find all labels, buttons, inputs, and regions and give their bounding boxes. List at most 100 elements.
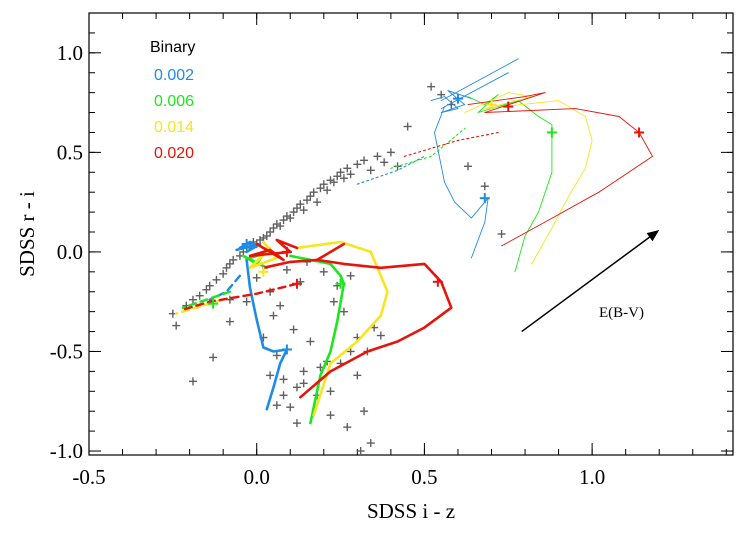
- observed-point: [366, 166, 375, 175]
- observed-point: [188, 377, 197, 386]
- observed-point: [339, 307, 348, 316]
- track-marker: [335, 278, 346, 289]
- observed-point: [366, 439, 375, 448]
- observed-point: [403, 122, 412, 131]
- observed-point: [319, 267, 328, 276]
- observed-point: [376, 331, 385, 340]
- observed-point: [289, 325, 298, 334]
- track-0.002-thin: [440, 72, 509, 110]
- observed-point: [497, 230, 506, 238]
- observed-point: [279, 391, 288, 400]
- observed-point: [252, 273, 261, 282]
- observed-point: [292, 383, 301, 392]
- observed-point: [360, 156, 369, 165]
- model-tracks: [174, 58, 653, 425]
- track-0.020-thin: [467, 92, 653, 247]
- observed-point: [276, 301, 285, 310]
- observed-point: [188, 295, 197, 304]
- track-marker: [452, 93, 463, 104]
- observed-point: [346, 271, 355, 280]
- y-tick-label: 0.0: [57, 240, 83, 264]
- track-marker: [634, 127, 645, 138]
- track-marker: [281, 246, 292, 257]
- observed-point: [272, 401, 281, 410]
- observed-point: [266, 371, 275, 380]
- observed-point: [346, 170, 355, 179]
- observed-point: [380, 158, 389, 167]
- observed-point: [172, 321, 181, 330]
- observed-point: [286, 214, 295, 223]
- observed-point: [292, 419, 301, 428]
- series-0.002: [208, 58, 519, 411]
- observed-point: [296, 200, 305, 209]
- legend-title: Binary: [150, 39, 195, 56]
- observed-point: [329, 178, 338, 187]
- observed-point: [373, 152, 382, 161]
- series-0.014: [174, 92, 593, 417]
- observed-point: [205, 281, 214, 290]
- observed-point: [343, 423, 352, 432]
- track-0.014-thin: [464, 92, 593, 265]
- x-tick-label: 1.0: [579, 465, 605, 489]
- observed-point: [353, 371, 362, 380]
- track-markers: [208, 93, 645, 355]
- observed-point: [299, 379, 308, 388]
- observed-point: [360, 407, 369, 416]
- track-marker: [258, 266, 269, 277]
- observed-point: [242, 297, 251, 306]
- observed-point: [282, 265, 291, 274]
- track-marker: [486, 99, 497, 110]
- observed-point: [339, 174, 348, 183]
- track-marker: [291, 278, 302, 289]
- reddening-vector: E(B-V): [521, 230, 660, 333]
- series-0.006: [181, 94, 553, 425]
- observed-point: [309, 188, 318, 197]
- track-0.002-thick: [265, 348, 289, 411]
- observed-point: [269, 311, 278, 320]
- legend-entry-0014: 0.014: [154, 119, 194, 136]
- track-marker: [479, 193, 490, 204]
- observed-point: [346, 347, 355, 356]
- x-tick-label: -0.5: [72, 465, 105, 489]
- y-tick-label: -1.0: [50, 439, 83, 463]
- observed-point: [286, 403, 295, 412]
- observed-point: [272, 351, 281, 360]
- legend: Binary 0.002 0.006 0.014 0.020: [150, 39, 195, 162]
- track-marker: [432, 276, 443, 287]
- observed-point: [464, 162, 473, 171]
- track-0.014-thick: [295, 240, 389, 417]
- observed-point: [306, 337, 315, 346]
- axis-ticks: [88, 12, 733, 455]
- x-tick-label: 0.0: [244, 465, 270, 489]
- observed-point: [336, 168, 345, 177]
- observed-point: [219, 269, 228, 278]
- legend-entry-0002: 0.002: [154, 67, 194, 84]
- track-0.002-dashed: [208, 274, 242, 301]
- legend-entry-0020: 0.020: [154, 145, 194, 162]
- observed-point: [427, 82, 436, 91]
- track-0.002-thin: [434, 106, 489, 259]
- observed-point: [343, 164, 352, 173]
- observed-point: [225, 317, 234, 326]
- track-0.006-dashed: [181, 290, 232, 309]
- plot-frame: [88, 12, 734, 456]
- track-marker: [281, 344, 292, 355]
- observed-point: [356, 447, 365, 456]
- observed-point: [326, 387, 335, 396]
- track-0.006-thick: [288, 254, 346, 425]
- track-marker: [546, 127, 557, 138]
- observed-point: [195, 291, 204, 300]
- observed-point: [276, 222, 285, 231]
- observed-points: [168, 82, 506, 456]
- observed-point: [386, 148, 395, 157]
- reddening-label: E(B-V): [599, 305, 644, 321]
- observed-point: [480, 182, 489, 191]
- reddening-arrow-head: [646, 230, 660, 242]
- track-0.002-thin: [440, 58, 519, 102]
- observed-point: [329, 297, 338, 306]
- track-0.002-thick: [245, 258, 289, 353]
- observed-point: [279, 375, 288, 384]
- observed-point: [319, 180, 328, 189]
